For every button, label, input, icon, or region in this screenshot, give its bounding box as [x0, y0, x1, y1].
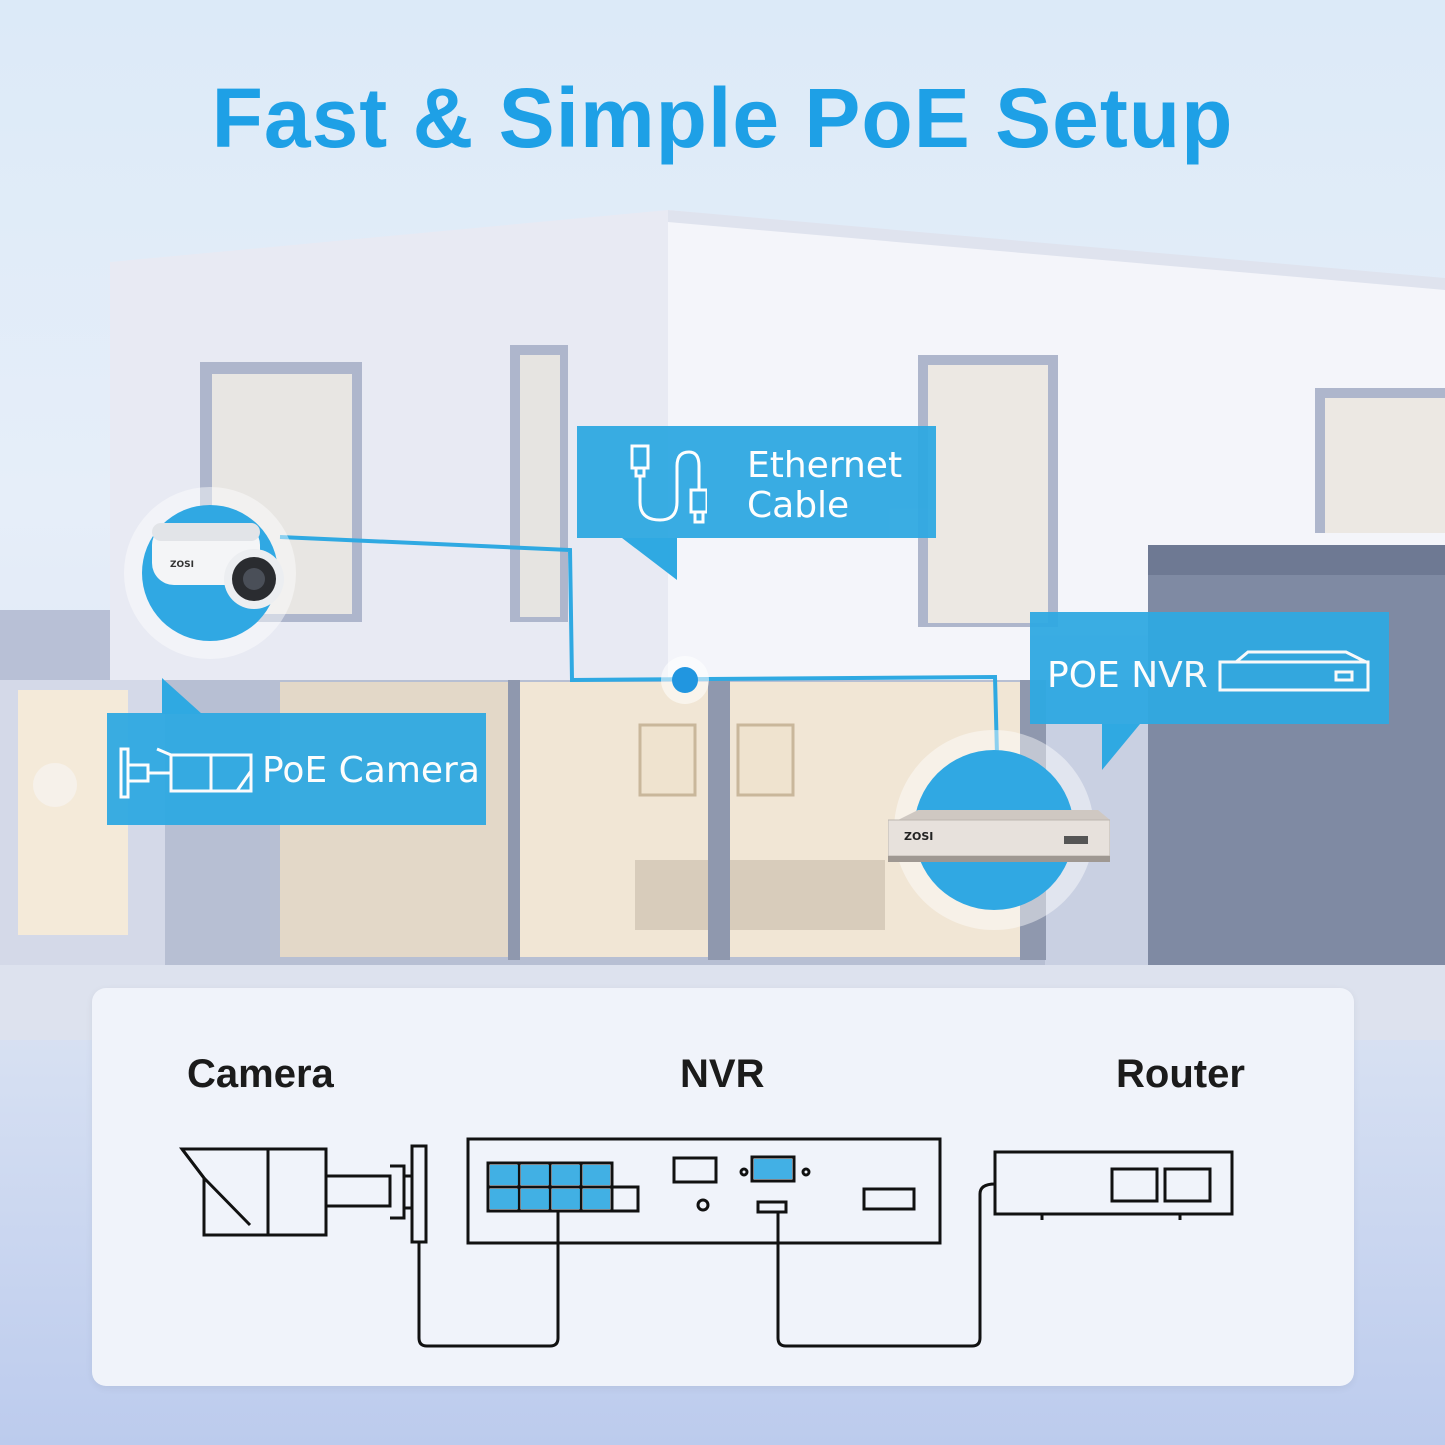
diagram-poe-ports [490, 1159, 792, 1209]
ethernet-cable-label-line2: Cable [747, 485, 850, 526]
diagram-router-label: Router [1116, 1052, 1245, 1096]
page-title: Fast & Simple PoE Setup [211, 71, 1234, 165]
poe-nvr-callout-tail [1102, 724, 1140, 770]
diagram-router-icon [993, 1150, 1234, 1220]
poe-nvr-label: POE NVR [1047, 655, 1208, 696]
poe-nvr-callout: POE NVR [1030, 612, 1389, 724]
ethernet-callout-tail [622, 538, 677, 580]
ethernet-cable-icon [630, 444, 707, 524]
nvr-photo-bubble: ZOSI [888, 730, 1110, 930]
poe-camera-icon: ZOSI [152, 523, 284, 609]
nvr-device-icon: ZOSI [888, 810, 1110, 862]
diagram-camera-label: Camera [187, 1052, 334, 1096]
camera-brand-text: ZOSI [170, 560, 194, 570]
diagram-nvr-icon [466, 1137, 942, 1245]
ethernet-cable-callout: Ethernet Cable [577, 426, 936, 538]
diagram-camera-icon [178, 1144, 428, 1244]
poe-camera-label: PoE Camera [262, 750, 480, 791]
poe-camera-callout-tail [162, 678, 202, 714]
wiring-diagram-panel: Camera NVR Router [92, 988, 1354, 1386]
ethernet-cable-label-line1: Ethernet [747, 445, 903, 486]
diagram-cable-nvr-router [776, 1182, 996, 1348]
wiring-diagram-drawing [178, 1137, 1234, 1348]
camera-photo-bubble: ZOSI [124, 487, 296, 659]
camera-outline-icon [119, 747, 253, 799]
poe-camera-callout: PoE Camera [107, 713, 486, 825]
nvr-outline-icon [1218, 650, 1370, 692]
diagram-nvr-label: NVR [680, 1052, 765, 1096]
diagram-cable-camera-nvr [417, 1211, 560, 1348]
nvr-brand-text: ZOSI [904, 830, 933, 843]
